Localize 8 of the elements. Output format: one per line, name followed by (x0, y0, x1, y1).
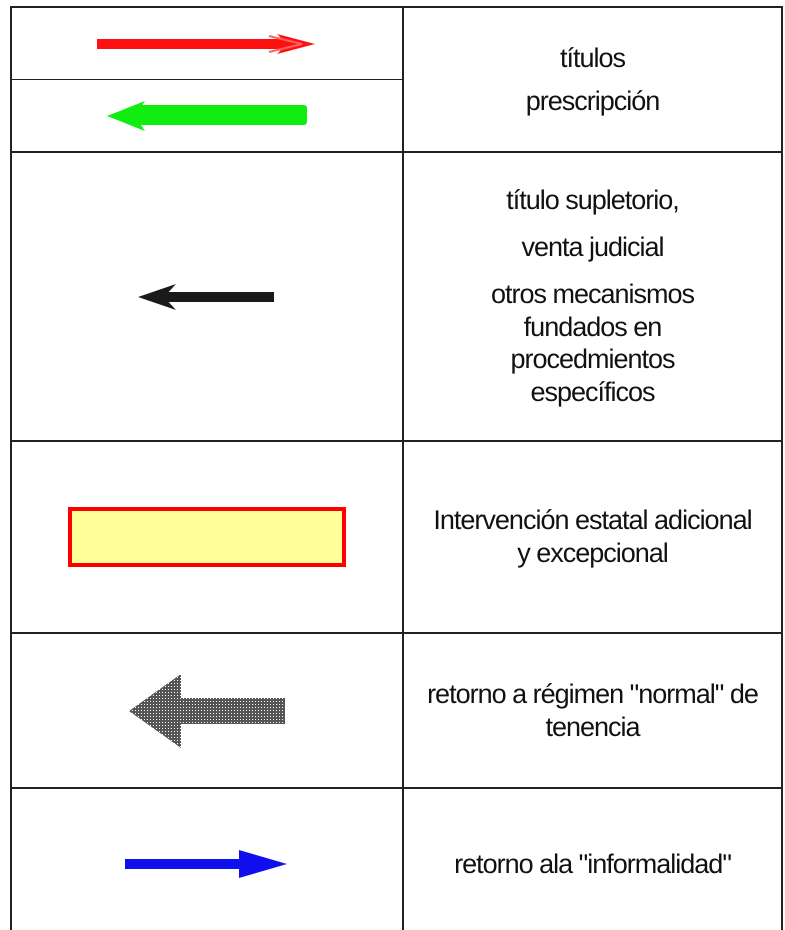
legend-label: título supletorio, (506, 184, 679, 217)
legend-label: Intervención estatal adicional y excepcional (432, 504, 753, 570)
legend-label: prescripción (526, 84, 660, 118)
legend-label: venta judicial (521, 230, 664, 264)
legend-label: títulos (560, 42, 626, 74)
legend-label: otros mecanismos fundados en procedmientos específicos (490, 278, 696, 410)
legend-label: retorno a régimen "normal" de tenencia (426, 678, 759, 744)
legend-label: retorno ala "informalidad" (454, 848, 731, 880)
